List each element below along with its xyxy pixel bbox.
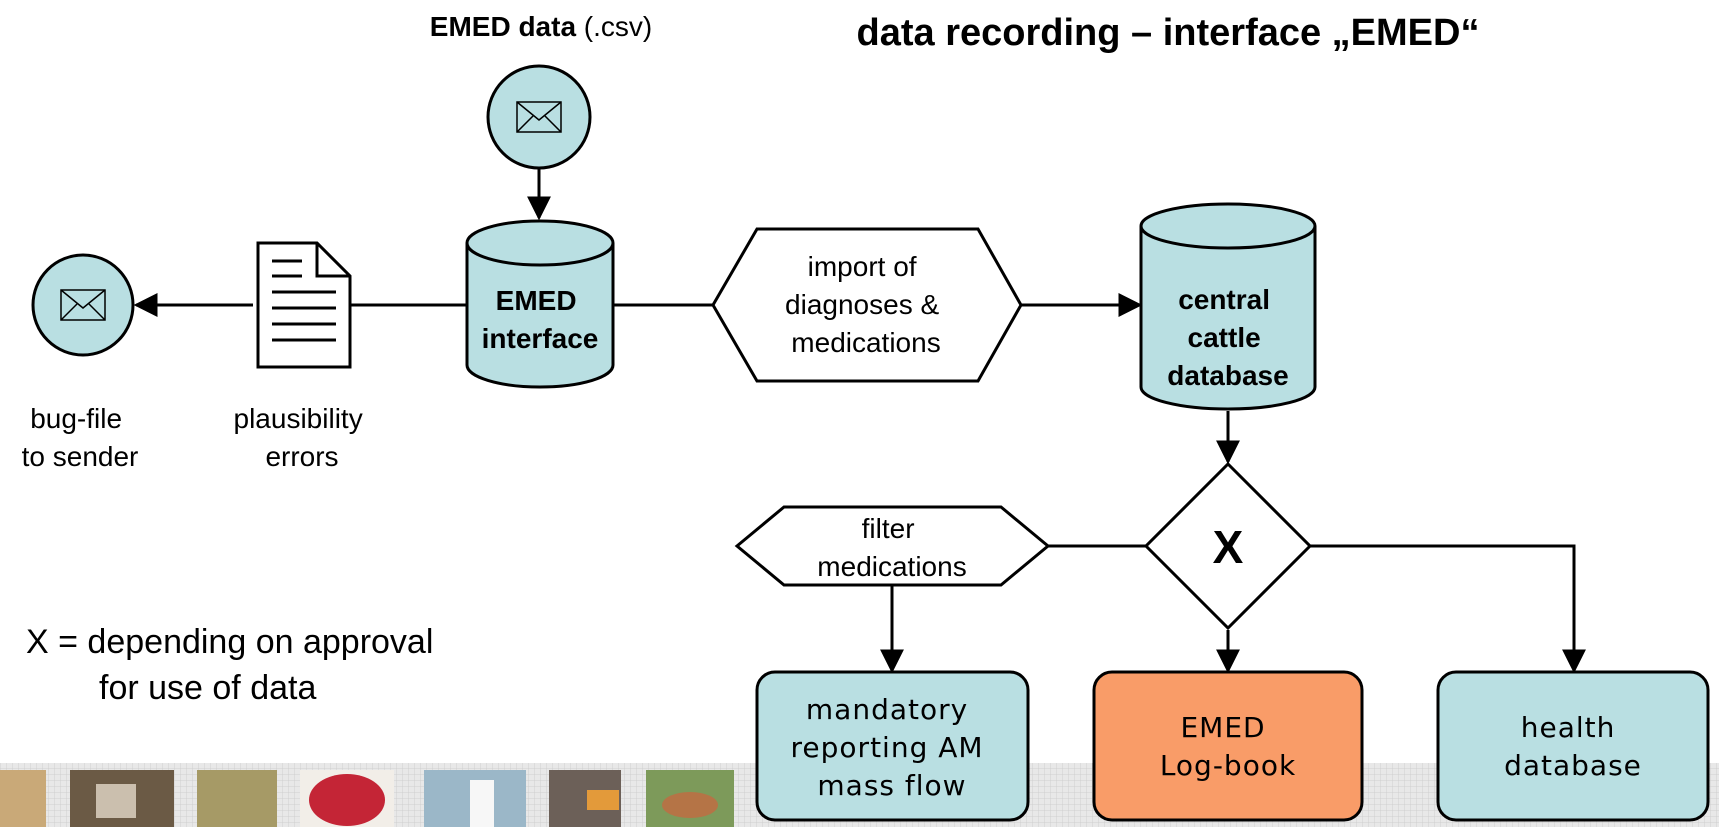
bugfile-label: bug-file to sender [22, 403, 139, 472]
envelope-icon [60, 289, 106, 321]
import-label: import of diagnoses & medications [785, 251, 947, 358]
emed-interface-label: EMED interface [482, 285, 599, 354]
gateway-label: X [1213, 521, 1244, 573]
emed-interface-database [465, 219, 615, 389]
emed-logbook-box [1092, 670, 1364, 822]
input-label: EMED data (.csv) [430, 11, 652, 42]
logbook-label: EMED Log-book [1160, 711, 1296, 782]
envelope-icon [516, 101, 562, 133]
import-process [711, 227, 1023, 383]
plausibility-label: plausibility errors [234, 403, 371, 472]
output-event [31, 253, 135, 357]
edge-gateway-to-health [1310, 544, 1586, 674]
connectors [133, 168, 1586, 674]
approval-gateway [1143, 461, 1313, 631]
health-label: health database [1504, 711, 1642, 782]
mandatory-label: mandatory reporting AM mass flow [791, 693, 994, 802]
approval-note: X = depending on approval for use of dat… [26, 623, 443, 707]
filter-label: filter medications [817, 513, 966, 582]
health-database-box [1436, 670, 1710, 822]
document-icon [256, 241, 352, 369]
input-label-normal: (.csv) [576, 11, 652, 42]
diagram-title: data recording – interface „EMED“ [857, 12, 1480, 54]
mandatory-reporting-box [755, 670, 1030, 822]
central-cattle-database [1139, 202, 1317, 411]
input-label-bold: EMED data [430, 11, 577, 42]
central-db-label: central cattle database [1167, 284, 1288, 391]
filter-process [734, 505, 1051, 587]
input-event [486, 64, 592, 170]
photo-strip [0, 770, 734, 827]
